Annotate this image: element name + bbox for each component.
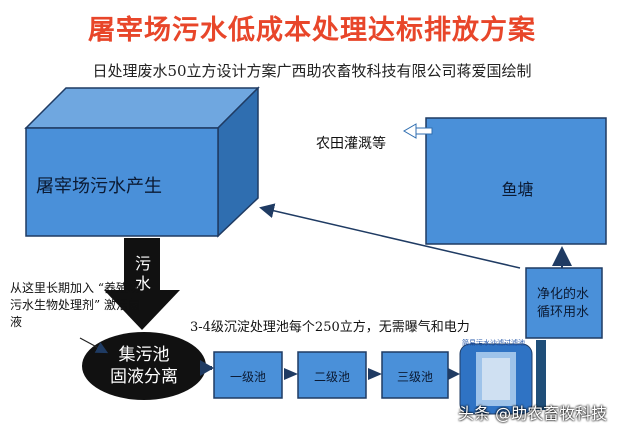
recycle-label: 净化的水 循环用水	[527, 286, 599, 322]
stage-description: 3-4级沉淀处理池每个250立方，无需曝气和电力	[190, 320, 470, 335]
stage3-label: 三级池	[396, 370, 433, 384]
collection-label-line2: 固液分离	[110, 367, 178, 387]
farmland-label: 农田灌溉等	[316, 136, 386, 152]
recycle-label-line1: 净化的水	[536, 287, 589, 302]
watermark: 头条 @助农畜牧科技	[458, 404, 608, 423]
filter-tank	[459, 343, 533, 415]
collection-tank	[82, 332, 206, 400]
source-label: 屠宰场污水产生	[36, 176, 162, 197]
fish-pond-box	[425, 117, 607, 245]
page-title: 屠宰场污水低成本处理达标排放方案	[88, 15, 536, 46]
page-subtitle: 日处理废水50立方设计方案广西助农畜牧科技有限公司蒋爱国绘制	[92, 62, 532, 80]
slaughterhouse-box	[24, 86, 260, 238]
recycle-water-box	[525, 267, 603, 339]
stage2-box	[297, 351, 367, 399]
stage2-label: 二级池	[313, 370, 350, 384]
fish-pond-label: 鱼塘	[501, 180, 534, 199]
sewage-down-arrow	[104, 238, 180, 330]
return-arrow	[259, 203, 521, 269]
sewage-label: 污水	[134, 254, 151, 293]
collection-label: 集污池 固液分离	[84, 344, 204, 388]
note-arrow	[79, 337, 109, 354]
filter-pipe	[536, 340, 546, 410]
recycle-label-line2: 循环用水	[536, 305, 589, 320]
farmland-arrow	[403, 123, 433, 139]
stage1-box	[213, 351, 283, 399]
stage1-label: 一级池	[229, 370, 266, 384]
filter-equipment-label: 简易污水沙滤过滤池	[462, 339, 525, 347]
additive-note: 从这里长期加入 “养殖场污水生物处理剂” 激活菌液	[10, 281, 140, 329]
stage3-box	[381, 351, 449, 399]
collection-label-line1: 集污池	[118, 345, 170, 365]
